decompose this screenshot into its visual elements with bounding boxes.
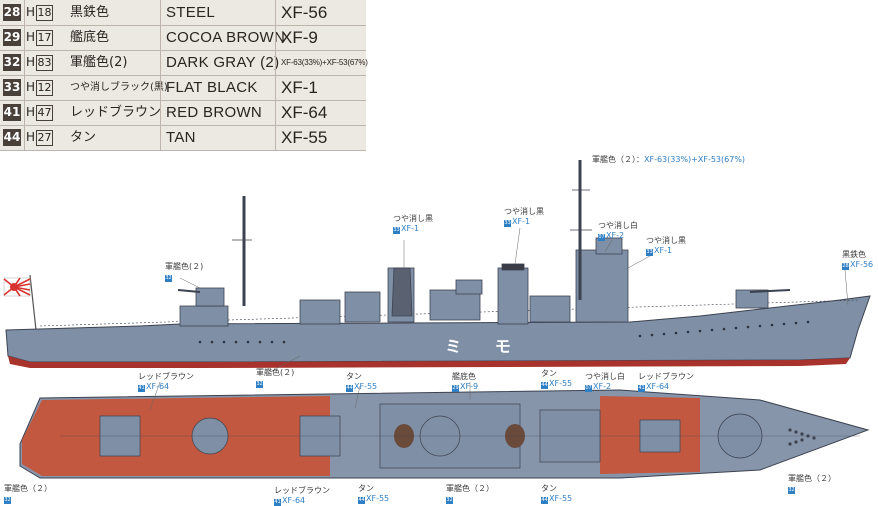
paint-code: XF-56 xyxy=(281,3,328,22)
label-flat-black-2: つや消し黒 33XF-1 xyxy=(504,207,544,227)
paint-name-en: STEEL xyxy=(166,4,216,21)
paint-number: 41 xyxy=(3,104,21,121)
paint-code: XF-1 xyxy=(281,78,318,97)
label-tan-top-2: タン 44XF-55 xyxy=(541,369,573,389)
paint-name-jp: 黒鉄色 xyxy=(70,5,110,20)
superstructure xyxy=(177,160,791,327)
label-flat-black-1: つや消し黒 33XF-1 xyxy=(393,214,433,234)
paint-name-en: FLAT BLACK xyxy=(166,79,258,96)
label-flat-white-1: つや消し白 07XF-2 xyxy=(598,221,638,241)
label-gray-bottom-left: 軍艦色（２） 32 xyxy=(4,484,52,504)
label-red-brown-bottom: レッドブラウン 41XF-64 xyxy=(274,486,330,506)
paint-name-jp: 軍艦色(2) xyxy=(70,55,128,70)
label-tan-bottom-2: タン 44XF-55 xyxy=(541,484,573,504)
naval-ensign-flag xyxy=(3,274,37,331)
label-tan-bottom-1: タン 44XF-55 xyxy=(358,484,390,504)
paint-code: XF-64 xyxy=(281,103,328,122)
hull-marking: ミ モ xyxy=(445,337,525,356)
paint-number: 33 xyxy=(3,79,21,96)
label-gray-bottom-right: 軍艦色（２） 32 xyxy=(788,474,836,494)
label-gray-mid: 軍艦色(２) 32 xyxy=(256,368,295,388)
paint-code: XF-55 xyxy=(281,128,328,147)
paint-name-jp: レッドブラウン xyxy=(70,105,162,120)
label-gray-fore: 軍艦色(２) 32 xyxy=(165,262,204,282)
label-red-brown-top-right: レッドブラウン 41XF-64 xyxy=(638,372,694,392)
paint-code: XF-63(33%)+XF-53(67%) xyxy=(281,58,368,67)
paint-name-jp: タン xyxy=(70,130,97,145)
label-flat-black-3: つや消し黒 33XF-1 xyxy=(646,236,686,256)
label-dark-gray-top: 軍艦色（２）：XF-63(33%)+XF-53(67%) xyxy=(592,155,746,164)
label-cocoa-brown: 艦底色 29XF-9 xyxy=(452,372,479,392)
paint-number: 28 xyxy=(3,4,21,21)
label-steel: 黒鉄色 28XF-56 xyxy=(842,250,874,270)
hull-side xyxy=(5,295,871,368)
deck-plan xyxy=(19,389,870,479)
label-red-brown-top-left: レッドブラウン 41XF-64 xyxy=(138,372,194,392)
label-gray-bottom-mid: 軍艦色（２） 32 xyxy=(446,484,494,504)
paint-number: 32 xyxy=(3,54,21,71)
label-tan-top-1: タン 44XF-55 xyxy=(346,372,378,392)
paint-code: XF-9 xyxy=(281,28,318,47)
paint-name-jp: 艦底色 xyxy=(70,30,110,45)
paint-number: 44 xyxy=(3,129,21,146)
paint-name-en: DARK GRAY (2) xyxy=(166,54,280,71)
paint-name-en: COCOA BROWN xyxy=(166,29,286,46)
paint-name-jp: つや消しブラック(黒) xyxy=(70,82,168,93)
label-flat-white-2: つや消し白 07XF-2 xyxy=(585,372,625,392)
paint-name-en: TAN xyxy=(166,129,196,146)
paint-number: 29 xyxy=(3,29,21,46)
paint-name-en: RED BROWN xyxy=(166,104,263,121)
